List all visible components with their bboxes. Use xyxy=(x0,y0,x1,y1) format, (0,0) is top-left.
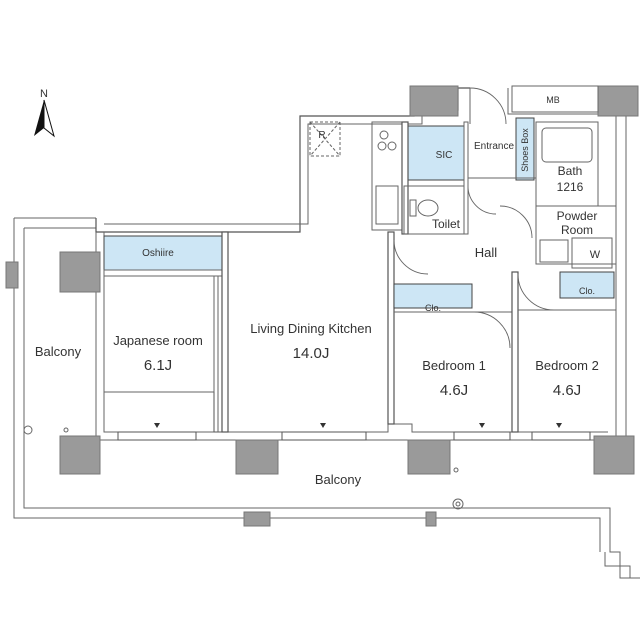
mb-label: MB xyxy=(546,95,560,105)
hall-label: Hall xyxy=(475,245,498,260)
bath-area xyxy=(535,121,617,299)
entrance-area xyxy=(468,85,599,181)
japanese-room xyxy=(103,231,229,433)
ldk-size: 14.0J xyxy=(293,345,330,362)
oshiire-label: Oshiire xyxy=(142,248,174,259)
bath-size: 1216 xyxy=(557,180,584,194)
bedroom1-label: Bedroom 1 xyxy=(422,358,486,373)
powder-room-label-2: Room xyxy=(561,223,593,237)
bedrooms xyxy=(387,185,616,433)
ldk-label: Living Dining Kitchen xyxy=(250,321,371,336)
bedroom2-size: 4.6J xyxy=(553,382,581,399)
japanese-room-size: 6.1J xyxy=(144,357,172,374)
compass-icon xyxy=(34,99,55,138)
washer-label: W xyxy=(590,249,601,261)
bedroom2-label: Bedroom 2 xyxy=(535,358,599,373)
closet1-label: Clo. xyxy=(425,303,441,313)
railing-fixtures xyxy=(23,425,464,510)
compass-label: N xyxy=(40,88,48,100)
window-markers xyxy=(154,423,562,428)
sic-label: SIC xyxy=(436,150,453,161)
columns xyxy=(5,85,639,527)
balcony-bottom-label: Balcony xyxy=(315,472,362,487)
balcony-left-label: Balcony xyxy=(35,344,82,359)
closet2-label: Clo. xyxy=(579,286,595,296)
fridge-label: R xyxy=(318,130,325,141)
toilet-label: Toilet xyxy=(432,217,461,231)
powder-room-label-1: Powder xyxy=(557,209,598,223)
windows xyxy=(117,275,591,441)
shoes-box-label: Shoes Box xyxy=(520,128,530,172)
bath-label: Bath xyxy=(558,164,583,178)
balcony-railing xyxy=(13,217,640,579)
bedroom1-size: 4.6J xyxy=(440,382,468,399)
entrance-label: Entrance xyxy=(474,141,514,152)
japanese-room-label: Japanese room xyxy=(113,333,203,348)
